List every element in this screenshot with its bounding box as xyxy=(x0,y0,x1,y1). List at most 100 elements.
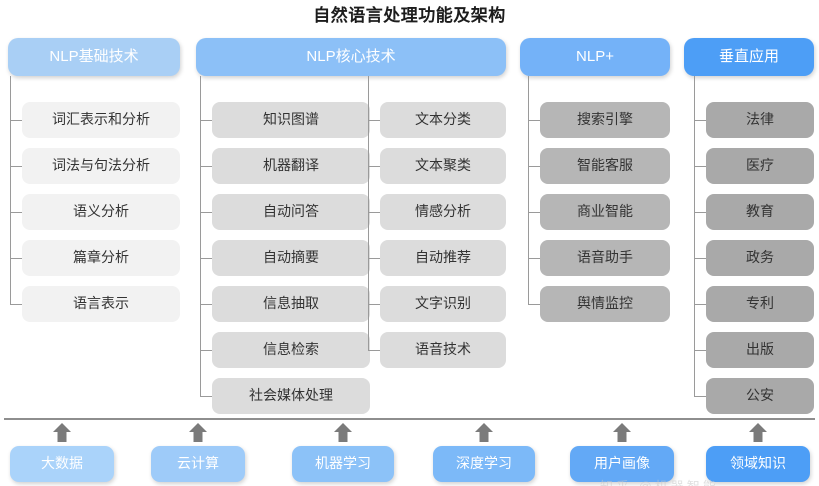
foundation-item-2-label: 云计算 xyxy=(177,455,219,472)
column-2-connector-5 xyxy=(200,304,212,305)
column-3-connector-2 xyxy=(528,166,540,167)
column-2-trunk-1 xyxy=(200,76,201,396)
column-2-item-1-7[interactable]: 社会媒体处理 xyxy=(212,378,370,414)
column-1-connector-1 xyxy=(10,120,22,121)
column-4-connector-4 xyxy=(694,258,706,259)
column-3-connector-5 xyxy=(528,304,540,305)
column-2-item-2-4-label: 自动推荐 xyxy=(415,249,471,266)
foundation-divider-line xyxy=(4,418,815,420)
column-2-trunk-2 xyxy=(368,76,369,350)
column-2-item-1-6-label: 信息检索 xyxy=(263,341,319,358)
foundation-item-3[interactable]: 机器学习 xyxy=(292,446,394,482)
column-3-item-1-4[interactable]: 语音助手 xyxy=(540,240,670,276)
column-2-connector-4 xyxy=(200,258,212,259)
column-1-connector-4 xyxy=(10,258,22,259)
arrow-up-icon xyxy=(187,422,209,444)
column-2-item-1-5[interactable]: 信息抽取 xyxy=(212,286,370,322)
column-4-item-1-3-label: 教育 xyxy=(746,203,774,220)
column-4-item-1-3[interactable]: 教育 xyxy=(706,194,814,230)
column-2-item-2-5[interactable]: 文字识别 xyxy=(380,286,506,322)
column-2-connector-5 xyxy=(368,304,380,305)
column-4-item-1-7[interactable]: 公安 xyxy=(706,378,814,414)
column-2-item-2-2-label: 文本聚类 xyxy=(415,157,471,174)
column-3-header[interactable]: NLP+ xyxy=(520,38,670,76)
column-2-item-1-3-label: 自动问答 xyxy=(263,203,319,220)
column-3-item-1-5[interactable]: 舆情监控 xyxy=(540,286,670,322)
arrow-up-icon xyxy=(332,422,354,444)
column-4-item-1-5-label: 专利 xyxy=(746,295,774,312)
column-2-connector-6 xyxy=(368,350,380,351)
arrow-up-icon xyxy=(611,422,633,444)
column-1-item-1-1[interactable]: 词汇表示和分析 xyxy=(22,102,180,138)
column-4-header[interactable]: 垂直应用 xyxy=(684,38,814,76)
column-3-item-1-2[interactable]: 智能客服 xyxy=(540,148,670,184)
column-2-item-2-6[interactable]: 语音技术 xyxy=(380,332,506,368)
column-3-connector-1 xyxy=(528,120,540,121)
foundation-item-4[interactable]: 深度学习 xyxy=(433,446,535,482)
column-2-item-2-3[interactable]: 情感分析 xyxy=(380,194,506,230)
column-2-item-1-1[interactable]: 知识图谱 xyxy=(212,102,370,138)
column-1-item-1-3[interactable]: 语义分析 xyxy=(22,194,180,230)
column-2-item-1-4[interactable]: 自动摘要 xyxy=(212,240,370,276)
column-4-connector-6 xyxy=(694,350,706,351)
foundation-item-6-label: 领域知识 xyxy=(730,455,786,472)
column-1-item-1-5-label: 语言表示 xyxy=(73,295,129,312)
foundation-item-4-label: 深度学习 xyxy=(456,455,512,472)
column-2-item-2-2[interactable]: 文本聚类 xyxy=(380,148,506,184)
column-3-item-1-1[interactable]: 搜索引擎 xyxy=(540,102,670,138)
foundation-item-6[interactable]: 领域知识 xyxy=(706,446,810,482)
column-4-item-1-1[interactable]: 法律 xyxy=(706,102,814,138)
column-2-item-2-5-label: 文字识别 xyxy=(415,295,471,312)
column-4-header-label: 垂直应用 xyxy=(718,47,779,65)
column-2-item-1-6[interactable]: 信息检索 xyxy=(212,332,370,368)
column-2-header-label: NLP核心技术 xyxy=(306,47,396,65)
column-1-item-1-3-label: 语义分析 xyxy=(73,203,129,220)
column-2-connector-1 xyxy=(368,120,380,121)
foundation-item-1[interactable]: 大数据 xyxy=(10,446,114,482)
column-4-trunk-1 xyxy=(694,76,695,396)
column-2-item-1-4-label: 自动摘要 xyxy=(263,249,319,266)
column-4-item-1-5[interactable]: 专利 xyxy=(706,286,814,322)
column-4-item-1-1-label: 法律 xyxy=(746,111,774,128)
column-1-header[interactable]: NLP基础技术 xyxy=(8,38,180,76)
column-1-item-1-5[interactable]: 语言表示 xyxy=(22,286,180,322)
column-2-connector-1 xyxy=(200,120,212,121)
foundation-item-2[interactable]: 云计算 xyxy=(151,446,245,482)
foundation-item-3-label: 机器学习 xyxy=(315,455,371,472)
column-3-connector-4 xyxy=(528,258,540,259)
column-4-item-1-4[interactable]: 政务 xyxy=(706,240,814,276)
column-2-item-2-6-label: 语音技术 xyxy=(415,341,471,358)
column-1-item-1-2-label: 词法与句法分析 xyxy=(52,157,150,174)
column-2-item-1-3[interactable]: 自动问答 xyxy=(212,194,370,230)
column-2-header[interactable]: NLP核心技术 xyxy=(196,38,506,76)
column-4-item-1-4-label: 政务 xyxy=(746,249,774,266)
column-2-item-2-1[interactable]: 文本分类 xyxy=(380,102,506,138)
column-2-item-1-2[interactable]: 机器翻译 xyxy=(212,148,370,184)
column-2-item-2-4[interactable]: 自动推荐 xyxy=(380,240,506,276)
column-1-item-1-4-label: 篇章分析 xyxy=(73,249,129,266)
column-4-connector-2 xyxy=(694,166,706,167)
arrow-up-icon xyxy=(51,422,73,444)
column-4-connector-1 xyxy=(694,120,706,121)
column-2-item-1-1-label: 知识图谱 xyxy=(263,111,319,128)
column-4-item-1-6[interactable]: 出版 xyxy=(706,332,814,368)
column-1-header-label: NLP基础技术 xyxy=(49,47,139,65)
column-4-item-1-7-label: 公安 xyxy=(746,387,774,404)
column-1-connector-2 xyxy=(10,166,22,167)
foundation-item-5[interactable]: 用户画像 xyxy=(570,446,674,482)
column-2-connector-7 xyxy=(200,396,212,397)
column-4-connector-3 xyxy=(694,212,706,213)
column-3-item-1-3[interactable]: 商业智能 xyxy=(540,194,670,230)
column-2-connector-3 xyxy=(200,212,212,213)
column-2-item-1-7-label: 社会媒体处理 xyxy=(249,387,333,404)
column-1-item-1-2[interactable]: 词法与句法分析 xyxy=(22,148,180,184)
column-2-item-1-2-label: 机器翻译 xyxy=(263,157,319,174)
column-3-item-1-5-label: 舆情监控 xyxy=(577,295,633,312)
page-title: 自然语言处理功能及架构 xyxy=(313,6,506,25)
column-4-item-1-2[interactable]: 医疗 xyxy=(706,148,814,184)
column-1-item-1-4[interactable]: 篇章分析 xyxy=(22,240,180,276)
column-2-item-1-5-label: 信息抽取 xyxy=(263,295,319,312)
column-4-connector-5 xyxy=(694,304,706,305)
column-3-connector-3 xyxy=(528,212,540,213)
